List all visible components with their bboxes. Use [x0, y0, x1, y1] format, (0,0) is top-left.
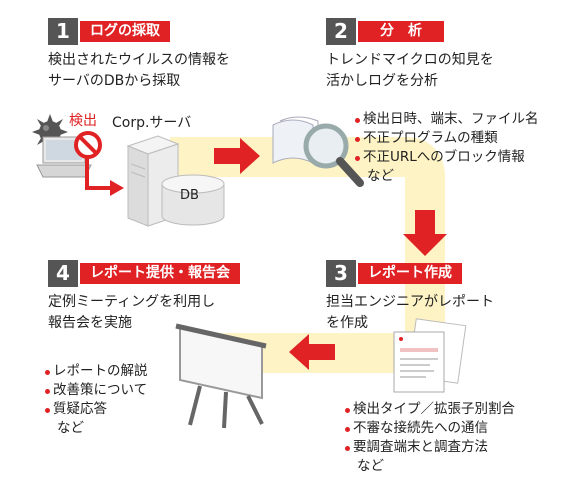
- step-2-description-line: トレンドマイクロの知見を: [326, 52, 494, 68]
- list-item: など: [367, 168, 394, 184]
- step-4-description-line: 定例ミーティングを利用し: [48, 294, 216, 310]
- arrow-icon: [214, 138, 260, 174]
- list-item: 不正プログラムの種類: [355, 129, 539, 148]
- list-item: 検出タイプ／拡張子別割合: [345, 400, 515, 419]
- arrow-icon: [403, 210, 447, 256]
- list-item: 質疑応答: [45, 400, 148, 419]
- server-label: Corp.サーバ: [112, 115, 192, 131]
- list-item: レポートの解説: [45, 362, 148, 381]
- step-2-bullets: 検出日時、端末、ファイル名 不正プログラムの種類 不正URLへのブロック情報 な…: [355, 110, 539, 186]
- presentation-board-icon: [175, 323, 267, 429]
- step-3-description-line: を作成: [326, 315, 368, 331]
- list-item: 不正URLへのブロック情報: [355, 148, 539, 167]
- step-4-label: レポート提供・報告会: [80, 263, 240, 284]
- list-item: など: [57, 420, 84, 436]
- laptop-icon: [36, 136, 92, 178]
- step-1-description-line: サーバのDBから採取: [48, 73, 181, 89]
- step-4-description: 定例ミーティングを利用し 報告会を実施: [48, 292, 215, 334]
- list-item: 改善策について: [45, 381, 148, 400]
- step-1-number: 1: [48, 18, 78, 45]
- report-icon: [393, 318, 467, 393]
- step-1-description-line: 検出されたウイルスの情報を: [48, 52, 230, 68]
- list-item: 検出日時、端末、ファイル名: [355, 110, 539, 129]
- step-4-bullets: レポートの解説 改善策について 質疑応答 など: [45, 362, 148, 438]
- step-2-label: 分 析: [358, 21, 444, 42]
- step-1-label: ログの採取: [80, 21, 170, 42]
- magnifier-icon: [303, 123, 364, 187]
- prohibited-icon: [74, 131, 102, 159]
- detect-label: 検出: [69, 113, 97, 129]
- list-item: 要調査端末と調査方法: [345, 438, 515, 457]
- step-3-label: レポート作成: [358, 263, 462, 284]
- step-1-description: 検出されたウイルスの情報を サーバのDBから採取: [48, 50, 230, 92]
- step-2-number: 2: [326, 18, 356, 45]
- step-2-description-line: 活かしログを分析: [326, 73, 438, 89]
- step-4-description-line: 報告会を実施: [48, 315, 132, 331]
- step-2-description: トレンドマイクロの知見を 活かしログを分析: [326, 50, 494, 92]
- step-3-description-line: 担当エンジニアがレポート: [326, 294, 494, 310]
- db-label: DB: [180, 188, 199, 203]
- step-3-bullets: 検出タイプ／拡張子別割合 不審な接続先への通信 要調査端末と調査方法 など: [345, 400, 515, 476]
- step-3-description: 担当エンジニアがレポート を作成: [326, 292, 494, 334]
- detect-connector: [85, 158, 124, 196]
- step-3-number: 3: [326, 260, 356, 287]
- arrow-icon: [289, 334, 335, 370]
- list-item: 不審な接続先への通信: [345, 419, 515, 438]
- step-4-number: 4: [48, 260, 78, 287]
- list-item: など: [357, 458, 384, 474]
- database-icon: [161, 174, 225, 226]
